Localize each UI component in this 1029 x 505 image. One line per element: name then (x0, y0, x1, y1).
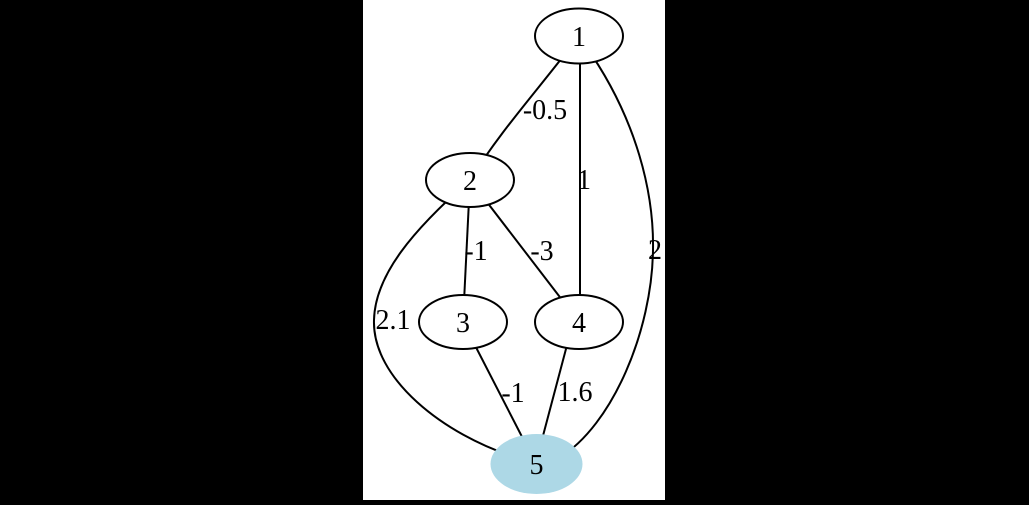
node-3: 3 (418, 294, 508, 350)
node-2-label: 2 (463, 166, 477, 197)
graph-svg: 1 2 3 4 5 -0.5 1 2 -1 - (372, 7, 663, 494)
edge-2-3-weight: -1 (464, 236, 487, 267)
edge-1-5-weight: 2 (648, 235, 662, 266)
edge-3-5-weight: -1 (501, 378, 524, 409)
node-1-label: 1 (572, 22, 586, 53)
edge-labels: -0.5 1 2 -1 -3 2.1 -1 1.6 (376, 95, 663, 409)
node-5: 5 (490, 434, 583, 494)
letterbox-right (665, 0, 1029, 500)
node-5-label: 5 (530, 450, 544, 481)
node-2: 2 (425, 152, 515, 208)
node-3-shape (418, 294, 508, 350)
edge-2-5-weight: 2.1 (376, 305, 411, 336)
nodes: 1 2 3 4 5 (418, 7, 624, 494)
edge-2-4-weight: -3 (530, 236, 553, 267)
edge-1-4-weight: 1 (577, 165, 591, 196)
node-3-label: 3 (456, 308, 470, 339)
node-1: 1 (534, 7, 624, 65)
edge-4-5-weight: 1.6 (558, 377, 593, 408)
node-4: 4 (534, 294, 624, 350)
edge-1-5 (558, 44, 655, 459)
node-4-label: 4 (572, 308, 586, 339)
node-4-shape (534, 294, 624, 350)
node-2-shape (425, 152, 515, 208)
node-1-shape (534, 7, 624, 65)
node-5-shape (490, 434, 583, 494)
graph-canvas: 1 2 3 4 5 -0.5 1 2 -1 - (363, 0, 665, 500)
edge-2-5 (372, 179, 519, 459)
letterbox-left (0, 0, 363, 500)
edge-1-2-weight: -0.5 (523, 95, 567, 126)
